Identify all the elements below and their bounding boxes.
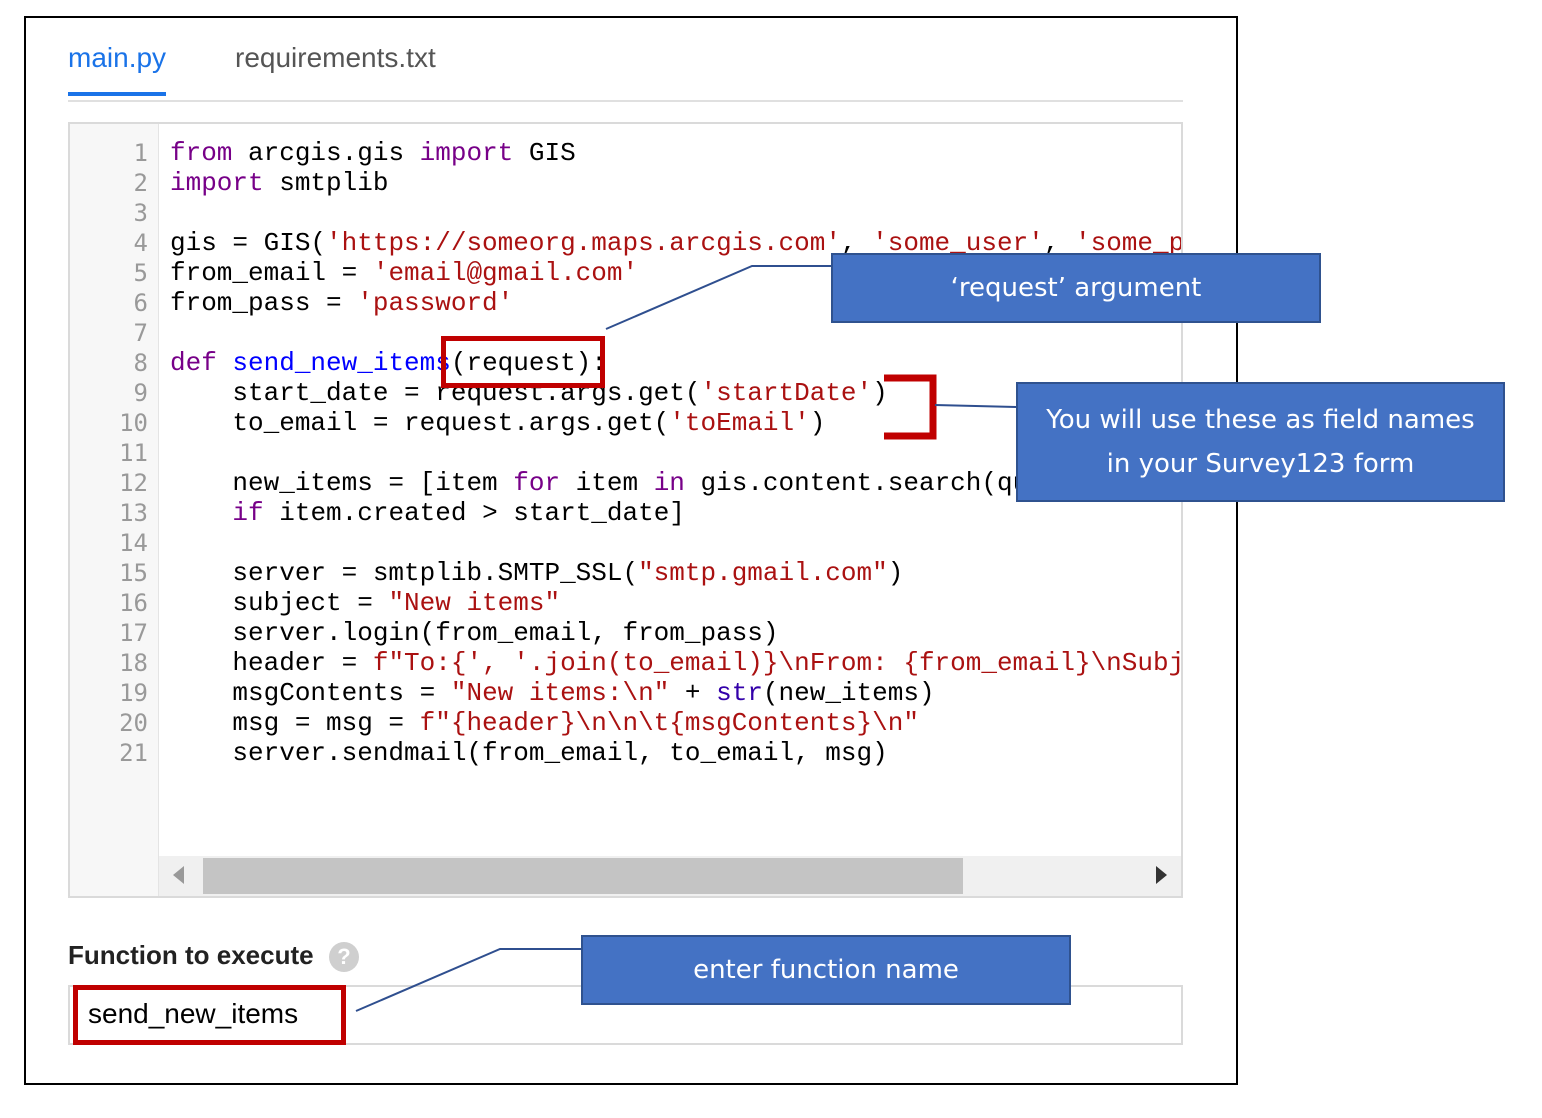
- field-names-callout: You will use these as field names in you…: [1016, 382, 1505, 502]
- line-number: 9: [133, 379, 148, 407]
- line-number: 2: [133, 169, 148, 197]
- line-number-gutter: 1 2 3 4 5 6 7 8 9 10 11 12 13 14 15 16 1…: [70, 124, 159, 896]
- line-number: 8: [133, 349, 148, 377]
- tab-main-py[interactable]: main.py: [68, 42, 167, 96]
- horizontal-scrollbar[interactable]: [159, 856, 1181, 896]
- line-number: 10: [119, 409, 148, 437]
- line-number: 12: [119, 469, 148, 497]
- line-number: 15: [119, 559, 148, 587]
- code-line: if item.created > start_date]: [232, 498, 685, 528]
- line-number: 20: [119, 709, 148, 737]
- line-number: 18: [119, 649, 148, 677]
- line-number: 4: [133, 229, 148, 257]
- code-line: header = f"To:{', '.join(to_email)}\nFro…: [170, 648, 1181, 678]
- code-line: from arcgis.gis import GIS: [170, 138, 576, 168]
- help-icon[interactable]: ?: [329, 942, 359, 972]
- file-tabs: main.py requirements.txt: [68, 34, 1183, 102]
- code-line: def send_new_items(request):: [170, 348, 607, 378]
- request-argument-callout-text: ‘request’ argument: [950, 273, 1202, 303]
- line-number: 5: [133, 259, 148, 287]
- code-line: server.sendmail(from_email, to_email, ms…: [170, 738, 888, 768]
- code-line: from_email = 'email@gmail.com': [170, 258, 639, 288]
- code-line: msg = msg = f"{header}\n\n\t{msgContents…: [170, 708, 919, 738]
- code-line: import smtplib: [170, 168, 389, 198]
- line-number: 11: [119, 439, 148, 467]
- line-number: 19: [119, 679, 148, 707]
- line-number: 17: [119, 619, 148, 647]
- field-names-callout-line2: in your Survey123 form: [1106, 449, 1415, 479]
- function-name-highlight-box: [73, 985, 346, 1045]
- line-number: 14: [119, 529, 148, 557]
- line-number: 7: [133, 319, 148, 347]
- function-name-connector: [355, 948, 582, 1012]
- function-to-execute-label: Function to execute: [68, 940, 314, 970]
- tab-requirements-txt[interactable]: requirements.txt: [235, 42, 436, 73]
- request-argument-callout: ‘request’ argument: [831, 253, 1321, 323]
- scroll-left-icon[interactable]: [173, 866, 184, 884]
- code-line: from_pass = 'password': [170, 288, 514, 318]
- line-number: 3: [133, 199, 148, 227]
- code-line: to_email = request.args.get('toEmail'): [170, 408, 826, 438]
- line-number: 1: [133, 139, 148, 167]
- function-name-value: send_new_items: [88, 998, 299, 1029]
- code-line: msgContents = "New items:\n" + str(new_i…: [170, 678, 935, 708]
- line-number: 6: [133, 289, 148, 317]
- scroll-right-icon[interactable]: [1156, 866, 1167, 884]
- code-line: subject = "New items": [170, 588, 561, 618]
- code-line: server = smtplib.SMTP_SSL("smtp.gmail.co…: [170, 558, 904, 588]
- line-number: 13: [119, 499, 148, 527]
- code-line: new_items = [item for item in gis.conten…: [170, 468, 1075, 498]
- request-highlight-box: [441, 336, 605, 388]
- line-number: 21: [119, 739, 148, 767]
- enter-function-callout: enter function name: [581, 935, 1071, 1005]
- field-names-connector: [934, 404, 1017, 408]
- field-names-bracket: [884, 374, 937, 440]
- code-line: server.login(from_email, from_pass): [170, 618, 779, 648]
- enter-function-callout-text: enter function name: [693, 955, 959, 985]
- request-connector: [605, 265, 832, 330]
- scrollbar-thumb[interactable]: [203, 858, 963, 894]
- field-names-callout-line1: You will use these as field names: [1046, 405, 1475, 435]
- line-number: 16: [119, 589, 148, 617]
